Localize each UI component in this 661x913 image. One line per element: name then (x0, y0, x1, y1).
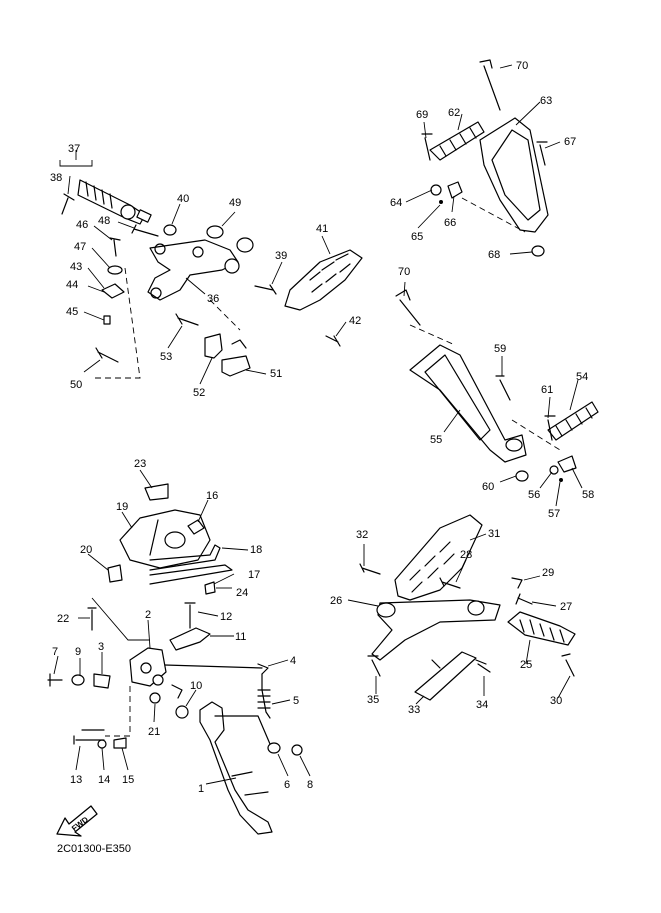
callout-6: 6 (284, 779, 290, 791)
callout-11: 11 (235, 631, 246, 643)
callout-14: 14 (98, 774, 110, 786)
side-cover-assembly (107, 483, 233, 595)
fwd-arrow-icon: FWD (56, 805, 98, 837)
rider-bracket (147, 239, 239, 301)
callout-51: 51 (270, 368, 282, 380)
callout-12: 12 (220, 611, 232, 623)
callout-66: 66 (444, 217, 456, 229)
rider-footrest-assembly (59, 150, 363, 379)
callout-70-middle: 70 (398, 266, 410, 278)
diagram-code: 2C01300-E350 (57, 843, 132, 855)
callout-27: 27 (560, 601, 572, 613)
callout-68: 68 (488, 249, 500, 261)
brake-pedal-arm (371, 599, 501, 661)
callout-64: 64 (390, 197, 402, 209)
callout-30: 30 (550, 695, 562, 707)
callout-23: 23 (134, 458, 146, 470)
callout-59: 59 (494, 343, 506, 355)
passenger-bracket-right (479, 117, 549, 233)
callout-26: 26 (330, 595, 342, 607)
callout-52: 52 (193, 387, 205, 399)
passenger-footrest-right (421, 59, 549, 257)
callout-53: 53 (160, 351, 172, 363)
callout-9: 9 (75, 646, 81, 658)
callout-7: 7 (52, 646, 58, 658)
passenger-footrest-left (395, 289, 599, 482)
callout-41: 41 (316, 223, 328, 235)
passenger-footpeg-left (547, 401, 599, 441)
callout-2: 2 (145, 609, 151, 621)
callout-8: 8 (307, 779, 313, 791)
callout-16: 16 (206, 490, 218, 502)
callout-67: 67 (564, 136, 576, 148)
callout-38: 38 (50, 172, 62, 184)
callout-50: 50 (70, 379, 82, 391)
callout-19: 19 (116, 501, 128, 513)
sidestand-assembly (47, 597, 303, 835)
callout-5: 5 (293, 695, 299, 707)
callout-63: 63 (540, 95, 552, 107)
callout-1: 1 (198, 783, 204, 795)
callout-48: 48 (98, 215, 110, 227)
callout-57: 57 (548, 508, 560, 520)
callout-70-top: 70 (516, 60, 528, 72)
callout-22: 22 (57, 613, 69, 625)
callout-32: 32 (356, 529, 368, 541)
callout-46: 46 (76, 219, 88, 231)
callout-55: 55 (430, 434, 442, 446)
callout-13: 13 (70, 774, 82, 786)
callout-4: 4 (290, 655, 296, 667)
callout-56: 56 (528, 489, 540, 501)
callout-39: 39 (275, 250, 287, 262)
callout-31: 31 (488, 528, 500, 540)
callout-58: 58 (582, 489, 594, 501)
callout-40: 40 (177, 193, 189, 205)
callout-42: 42 (349, 315, 361, 327)
callout-15: 15 (122, 774, 134, 786)
callout-65: 65 (411, 231, 423, 243)
cover-pad (144, 483, 169, 501)
callout-44: 44 (66, 279, 78, 291)
callout-25: 25 (520, 659, 532, 671)
callout-61: 61 (541, 384, 553, 396)
callout-37: 37 (68, 143, 80, 155)
callout-45: 45 (66, 306, 78, 318)
sidestand-leg (199, 701, 273, 835)
leader-lines (53, 64, 583, 785)
callout-29: 29 (542, 567, 554, 579)
callout-20: 20 (80, 544, 92, 556)
callout-21: 21 (148, 726, 160, 738)
callout-18: 18 (250, 544, 262, 556)
callout-24: 24 (236, 587, 248, 599)
callout-54: 54 (576, 371, 588, 383)
callout-33: 33 (408, 704, 420, 716)
heel-guard (284, 249, 363, 311)
callout-69: 69 (416, 109, 428, 121)
callout-47: 47 (74, 241, 86, 253)
callout-62: 62 (448, 107, 460, 119)
callout-35: 35 (367, 694, 379, 706)
callout-10: 10 (190, 680, 202, 692)
brake-pedal-assembly (359, 514, 576, 701)
passenger-footpeg-right (429, 121, 485, 161)
callout-34: 34 (476, 699, 488, 711)
callout-28: 28 (460, 549, 472, 561)
callout-49: 49 (229, 197, 241, 209)
callout-36: 36 (207, 293, 219, 305)
callout-labels: 1 2 3 4 5 6 7 8 9 10 11 12 13 14 15 16 1… (50, 60, 594, 795)
callout-3: 3 (98, 641, 104, 653)
callout-43: 43 (70, 261, 82, 273)
callout-17: 17 (248, 569, 260, 581)
passenger-bracket-left (409, 344, 527, 463)
callout-60: 60 (482, 481, 494, 493)
